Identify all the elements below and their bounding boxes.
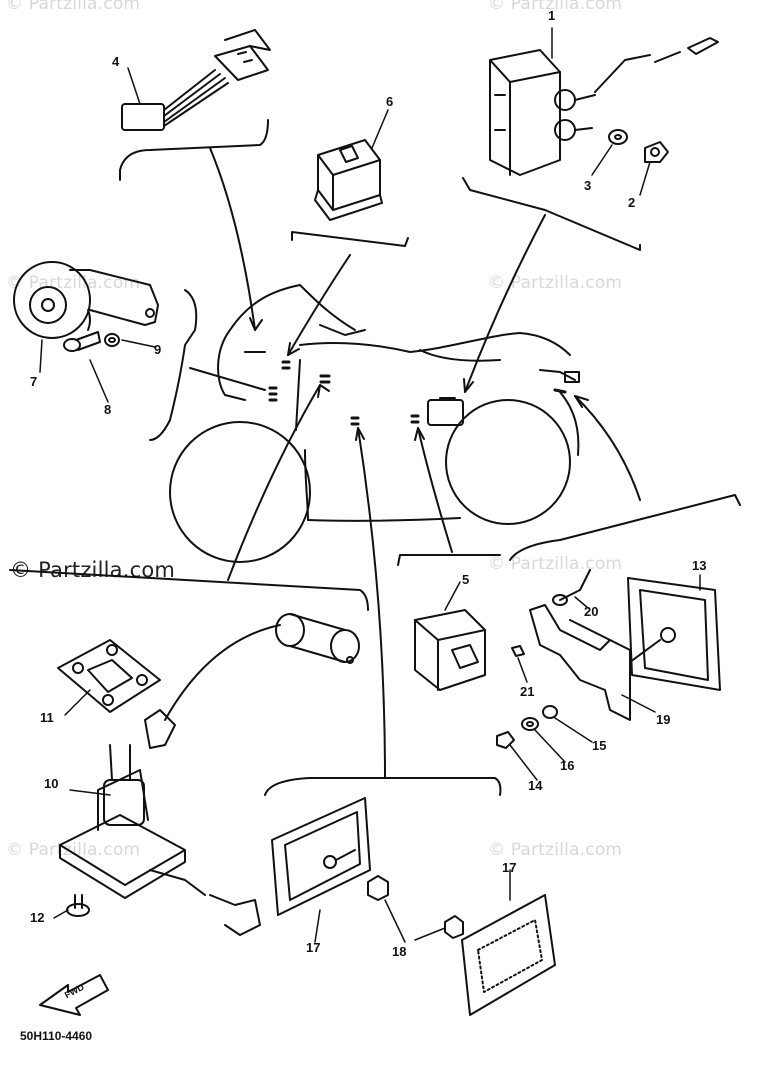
clip-part-21 xyxy=(511,645,525,657)
group-bracket xyxy=(264,777,502,796)
diagram-code: 50H110-4460 xyxy=(20,1029,93,1043)
watermark: © Partzilla.com xyxy=(6,840,141,860)
watermark: © Partzilla.com xyxy=(488,273,623,293)
callout-14: 14 xyxy=(528,778,543,793)
callout-13: 13 xyxy=(692,558,707,573)
washer-part-9 xyxy=(104,333,120,347)
reflector-part-17b xyxy=(461,894,556,1016)
fuel-sender-part-10 xyxy=(59,624,281,936)
callout-6: 6 xyxy=(386,94,394,109)
washer-part-15 xyxy=(542,705,558,719)
callout-3: 3 xyxy=(584,178,592,193)
nut-part-18 xyxy=(444,915,464,939)
callout-19: 19 xyxy=(656,712,671,727)
callout-18: 18 xyxy=(392,944,407,959)
starter-relay-part-1 xyxy=(489,37,719,176)
callout-9: 9 xyxy=(154,342,162,357)
leader-lines xyxy=(189,147,641,779)
callout-16: 16 xyxy=(560,758,575,773)
motorcycle-outline xyxy=(169,284,580,563)
nut-part-14 xyxy=(496,731,515,749)
watermark: © Partzilla.com xyxy=(488,840,623,860)
reflector-part-17a xyxy=(271,797,371,916)
nut-part-18 xyxy=(367,875,389,901)
group-bracket xyxy=(119,119,269,181)
nut-part-2 xyxy=(644,141,669,163)
callout-7: 7 xyxy=(30,374,38,389)
callout-21: 21 xyxy=(520,684,535,699)
wire-harness-part-4 xyxy=(121,29,271,131)
horn-part-7 xyxy=(13,261,159,339)
callout-20: 20 xyxy=(584,604,599,619)
bike-connectors xyxy=(268,360,567,426)
callout-17: 17 xyxy=(502,860,517,875)
group-bracket xyxy=(509,494,741,561)
watermark: © Partzilla.com xyxy=(6,273,141,293)
watermark: © Partzilla.com xyxy=(6,0,141,14)
watermark: © Partzilla.com xyxy=(488,554,623,574)
screw-part-12 xyxy=(66,894,90,917)
callout-11: 11 xyxy=(40,710,54,725)
callout-15: 15 xyxy=(592,738,607,753)
float-part-10 xyxy=(275,613,360,664)
washer-part-3 xyxy=(608,129,628,145)
callout-4: 4 xyxy=(112,54,120,69)
callout-1: 1 xyxy=(548,8,556,23)
callout-12: 12 xyxy=(30,910,45,925)
watermark: © Partzilla.com xyxy=(488,0,623,14)
callout-2: 2 xyxy=(628,195,636,210)
reflector-part-13 xyxy=(627,577,721,691)
washer-part-16 xyxy=(521,717,539,731)
flasher-relay-part-5 xyxy=(414,609,486,691)
group-bracket xyxy=(9,569,369,611)
group-bracket xyxy=(462,177,641,251)
callout-leaders xyxy=(39,27,701,943)
callout-10: 10 xyxy=(44,776,59,791)
group-bracket xyxy=(397,554,501,566)
bolt-part-8 xyxy=(63,331,101,352)
gasket-part-11 xyxy=(57,639,161,713)
callout-8: 8 xyxy=(104,402,112,417)
bracket-part-19 xyxy=(529,604,631,721)
group-bracket xyxy=(149,289,198,441)
relay-part-6 xyxy=(314,139,383,221)
callout-17: 17 xyxy=(306,940,321,955)
fwd-arrow-icon xyxy=(39,974,109,1016)
callout-5: 5 xyxy=(462,572,470,587)
group-bracket xyxy=(291,231,409,247)
